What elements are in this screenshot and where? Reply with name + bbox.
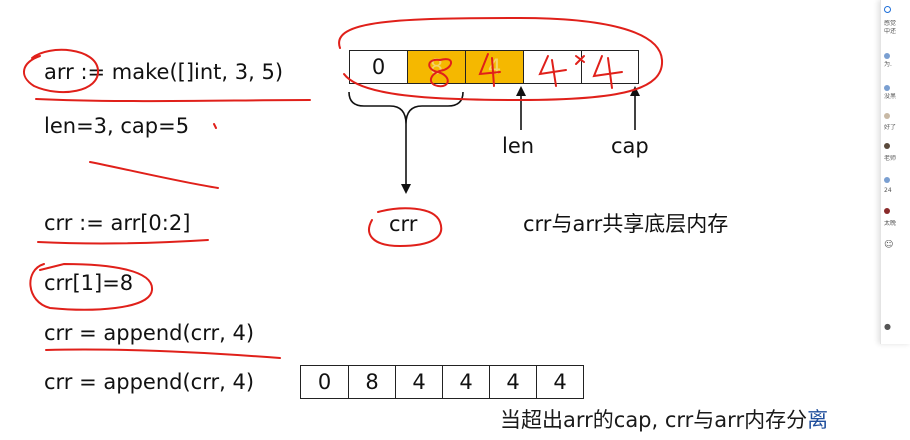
ink-underline-append — [45, 348, 281, 359]
arr-cell — [581, 50, 639, 84]
code-line-make: arr := make([]int, 3, 5) — [44, 60, 284, 84]
ink-digit-4-b — [538, 55, 567, 87]
chat-avatar-icon — [884, 84, 910, 91]
crr-cell: 8 — [348, 365, 395, 399]
ink-digit-4-c — [592, 55, 623, 89]
ink-circle-crr-label — [368, 207, 443, 248]
ink-circle-array — [338, 16, 664, 102]
black-arrows — [348, 91, 636, 186]
chat-avatar-icon — [884, 112, 910, 119]
ink-underline-make — [35, 98, 311, 103]
code-line-append-2: crr = append(crr, 4) — [44, 370, 255, 394]
code-line-slice: crr := arr[0:2] — [44, 211, 191, 235]
emoji-icon[interactable]: ☺ — [884, 240, 894, 250]
chat-message[interactable]: 老师 — [884, 155, 897, 162]
arr-cell: 0 — [349, 50, 407, 84]
chat-side-panel: 感觉 中还 为. 没黑 好了 老师 24 太晚 ☺ ● — [880, 0, 910, 344]
chat-avatar-icon — [884, 176, 910, 183]
microphone-icon[interactable]: ● — [884, 322, 891, 331]
ink-x-mark — [575, 55, 585, 65]
chat-message[interactable]: 好了 — [884, 124, 897, 131]
code-line-assign: crr[1]=8 — [44, 271, 134, 295]
ink-digit-4-a — [478, 53, 501, 87]
len-arrowhead — [516, 86, 526, 96]
ink-stroke-diagonal — [89, 161, 219, 189]
crr-cell: 0 — [300, 365, 348, 399]
black-arrowheads — [401, 86, 640, 194]
crr-cell: 4 — [395, 365, 442, 399]
chat-avatar-icon — [884, 207, 910, 214]
brace-arrowhead — [401, 184, 411, 194]
red-ink — [23, 16, 664, 359]
ink-circle-arr — [23, 48, 100, 93]
memory-separation-note: 当超出arr的cap, crr与arr内存分离 — [500, 408, 829, 432]
shared-memory-note: crr与arr共享底层内存 — [523, 212, 729, 236]
ink-circle-crr1 — [29, 262, 154, 311]
chat-message[interactable]: 为. — [884, 61, 892, 68]
crr-label: crr — [389, 212, 418, 236]
ink-underline-slice — [37, 239, 209, 245]
brace — [348, 91, 464, 125]
crr-array: 0 8 4 4 4 4 — [300, 365, 584, 399]
ink-stroke-dot — [213, 123, 217, 129]
ink-digit-8 — [428, 58, 452, 88]
chat-message[interactable]: 24 — [884, 187, 892, 194]
cap-arrowhead — [630, 86, 640, 96]
chat-message[interactable]: 太晚 — [884, 220, 897, 227]
code-line-append-1: crr = append(crr, 4) — [44, 321, 255, 345]
cap-label: cap — [611, 134, 649, 158]
code-line-len-cap: len=3, cap=5 — [44, 114, 190, 138]
chat-message[interactable]: 感觉 — [884, 20, 897, 27]
crr-cell: 4 — [442, 365, 489, 399]
chat-message[interactable]: 中还 — [884, 28, 897, 35]
crr-cell: 4 — [489, 365, 536, 399]
crr-cell: 4 — [536, 365, 584, 399]
chat-avatar-icon — [884, 142, 910, 149]
chat-message[interactable]: 没黑 — [884, 93, 897, 100]
len-label: len — [502, 134, 535, 158]
arr-cell — [523, 50, 581, 84]
chat-status-icon — [884, 6, 910, 13]
chat-avatar-icon — [884, 52, 910, 59]
